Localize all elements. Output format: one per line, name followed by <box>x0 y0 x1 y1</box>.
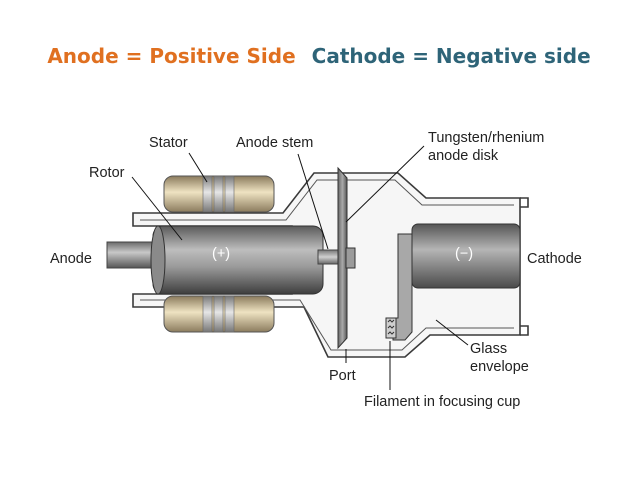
label-glass-line2: envelope <box>470 359 529 375</box>
envelope-inner-top <box>140 179 514 221</box>
envelope-inner-bottom <box>140 299 514 351</box>
label-anode: Anode <box>50 251 92 267</box>
stator-leader <box>188 152 208 183</box>
label-tungsten-line1: Tungsten/rhenium <box>428 130 544 146</box>
label-negative-sign: (−) <box>455 246 473 262</box>
label-cathode: Cathode <box>527 251 582 267</box>
rotor <box>150 225 324 295</box>
envelope-neck <box>520 197 529 336</box>
cathode-assembly <box>392 223 521 341</box>
stator-coil-bottom <box>163 295 275 333</box>
label-rotor: Rotor <box>89 165 125 181</box>
label-stator: Stator <box>149 135 188 151</box>
cathode-definition: Cathode = Negative side <box>311 44 591 68</box>
rotor-leader <box>131 176 183 241</box>
leader-lines <box>131 145 469 390</box>
filament-focusing-cup <box>385 317 397 339</box>
anode-definition: Anode = Positive Side <box>47 44 296 68</box>
anode-disk <box>337 166 356 350</box>
label-port: Port <box>329 368 356 384</box>
label-positive-sign: (+) <box>212 246 230 262</box>
glass-envelope-leader <box>435 319 469 346</box>
tungsten-disk-leader <box>345 145 425 223</box>
label-filament: Filament in focusing cup <box>364 394 520 410</box>
anode-stem <box>317 249 341 265</box>
label-tungsten-line2: anode disk <box>428 148 499 164</box>
stator-coil-top <box>163 175 275 213</box>
anode-stem-leader <box>297 153 329 250</box>
label-anode-stem: Anode stem <box>236 135 313 151</box>
slide-title: Anode = Positive Side Cathode = Negative … <box>0 44 638 68</box>
label-glass-line1: Glass <box>470 341 507 357</box>
